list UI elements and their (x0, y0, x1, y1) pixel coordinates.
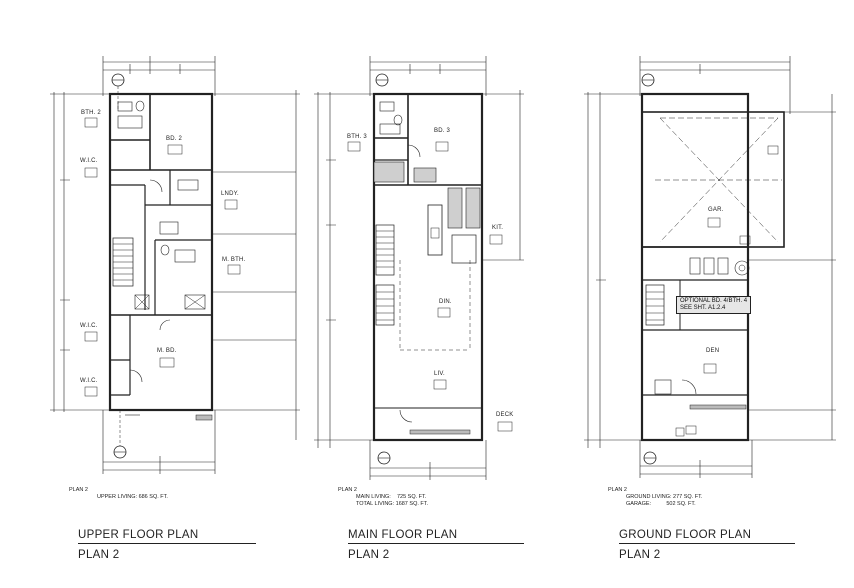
room-label-gar: GAR. (708, 207, 724, 213)
upper-floor-drawing (50, 56, 300, 474)
room-label-deck: DECK (496, 412, 514, 418)
optional-bedroom-callout: OPTIONAL BD. 4/BTH. 4 SEE SHT. A1.2.4 (676, 296, 752, 314)
upper-floor-subtitle: PLAN 2 (78, 549, 120, 561)
main-floor-drawing (314, 56, 524, 480)
main-floor-title: MAIN FLOOR PLAN (348, 529, 458, 541)
ground-note-plan: PLAN 2 (608, 487, 627, 493)
upper-note-plan: PLAN 2 (69, 487, 88, 493)
main-area-note: PLAN 2 MAIN LIVING: 725 SQ. FT. TOTAL LI… (338, 487, 428, 508)
main-note-plan: PLAN 2 (338, 487, 357, 493)
room-label-bd3: BD. 3 (434, 128, 451, 134)
room-label-din: DIN. (439, 299, 452, 305)
room-label-wic-2: W.I.C. (80, 323, 98, 329)
ground-floor-drawing (584, 56, 836, 478)
room-label-liv: LIV. (434, 371, 445, 377)
ground-title-underline (619, 543, 795, 544)
room-label-kit: KIT. (492, 225, 504, 231)
main-living-area: MAIN LIVING: 725 SQ. FT. (356, 494, 427, 500)
room-label-bth2: BTH. 2 (81, 110, 101, 116)
callout-line-2: SEE SHT. A1.2.4 (680, 305, 726, 311)
ground-floor-title: GROUND FLOOR PLAN (619, 529, 752, 541)
room-label-wic-1: W.I.C. (80, 158, 98, 164)
ground-area-note: PLAN 2 GROUND LIVING: 277 SQ. FT. GARAGE… (608, 487, 702, 508)
ground-living-area: GROUND LIVING: 277 SQ. FT. (626, 494, 703, 500)
main-floor-subtitle: PLAN 2 (348, 549, 390, 561)
callout-line-1: OPTIONAL BD. 4/BTH. 4 (680, 298, 748, 304)
upper-living-area: UPPER LIVING: 686 SQ. FT. (97, 494, 168, 500)
ground-floor-subtitle: PLAN 2 (619, 549, 661, 561)
main-title-underline (348, 543, 524, 544)
room-label-bth3: BTH. 3 (347, 134, 367, 140)
room-label-lndy: LNDY. (221, 191, 239, 197)
room-label-den: DEN (706, 348, 720, 354)
upper-floor-title: UPPER FLOOR PLAN (78, 529, 199, 541)
upper-title-underline (78, 543, 256, 544)
total-living-area: TOTAL LIVING: 1687 SQ. FT. (356, 501, 429, 507)
room-label-wic-3: W.I.C. (80, 378, 98, 384)
garage-area: GARAGE: 502 SQ. FT. (626, 501, 696, 507)
room-label-bd2: BD. 2 (166, 136, 183, 142)
room-label-mbth: M. BTH. (222, 257, 246, 263)
room-label-mbd: M. BD. (157, 348, 177, 354)
upper-area-note: PLAN 2 UPPER LIVING: 686 SQ. FT. (69, 487, 168, 501)
